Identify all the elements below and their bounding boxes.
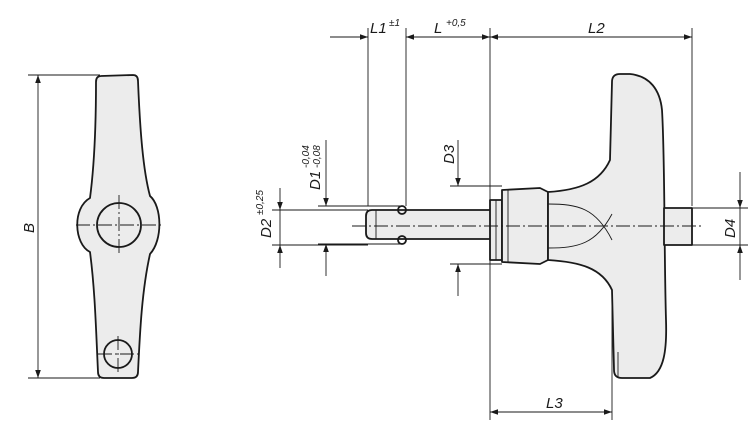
dimension-d2: D2 ±0,25: [255, 188, 368, 268]
dim-tol-d1-upper: -0,04: [301, 145, 312, 168]
dimension-d4: D4: [692, 172, 748, 280]
dim-label-l2: L2: [588, 20, 605, 37]
rear-button: [663, 207, 693, 246]
pin-shaft: [365, 209, 493, 240]
dimension-d1: D1 -0,04 -0,08: [301, 140, 404, 276]
handle-end-view: [76, 74, 163, 379]
dimension-d3: D3: [441, 140, 502, 296]
pin-side-view: [352, 73, 702, 379]
dim-tol-l1: ±1: [389, 18, 400, 29]
dim-tol-d2: ±0,25: [255, 190, 266, 215]
dim-label-b: B: [21, 223, 38, 233]
dimension-b: B: [21, 74, 100, 379]
dimension-l3: L3: [490, 300, 613, 420]
dim-tol-d1-lower: -0,08: [312, 145, 323, 168]
dim-label-l: L: [434, 20, 442, 37]
dim-tol-l: +0,5: [446, 18, 466, 29]
top-dimensions: L1 ±1 L +0,5 L2: [330, 18, 693, 420]
dim-label-l1: L1: [370, 20, 387, 37]
dim-label-d4: D4: [722, 219, 739, 238]
dim-label-d1: D1: [307, 171, 324, 190]
dim-label-d2: D2: [258, 218, 275, 238]
dim-label-l3: L3: [546, 395, 563, 412]
dim-label-d3: D3: [441, 144, 458, 164]
handle-end-outline: [76, 74, 161, 379]
